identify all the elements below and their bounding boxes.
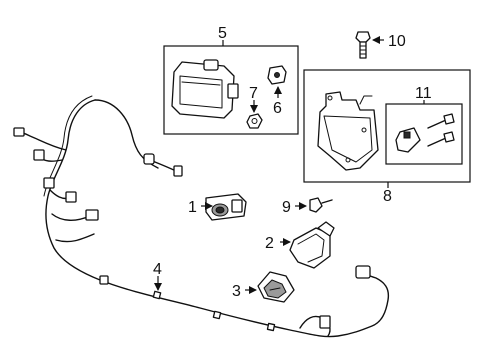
bolt-9 — [309, 197, 333, 213]
callout-4: 4 — [153, 261, 162, 278]
callout-3: 3 — [232, 283, 241, 300]
bracket-group-box — [303, 69, 471, 183]
module-group-box — [163, 45, 299, 135]
bolts-11 — [395, 113, 455, 153]
callout-2: 2 — [265, 235, 274, 252]
holder-3 — [257, 271, 295, 303]
nut-7 — [246, 113, 263, 129]
wiring-harness — [13, 95, 390, 338]
callout-9: 9 — [282, 199, 291, 216]
sensor-bracket — [317, 91, 379, 171]
callout-1: 1 — [188, 199, 197, 216]
callout-6: 6 — [273, 100, 282, 117]
control-module — [171, 59, 239, 119]
callout-10: 10 — [388, 33, 406, 50]
callout-7: 7 — [249, 85, 258, 102]
bolt-10 — [355, 31, 371, 59]
sensor-1 — [205, 193, 247, 221]
callout-8: 8 — [383, 188, 392, 205]
callout-11: 11 — [415, 85, 432, 102]
callout-5: 5 — [218, 25, 227, 42]
clip-6 — [267, 65, 287, 85]
bracket-2 — [289, 221, 335, 269]
